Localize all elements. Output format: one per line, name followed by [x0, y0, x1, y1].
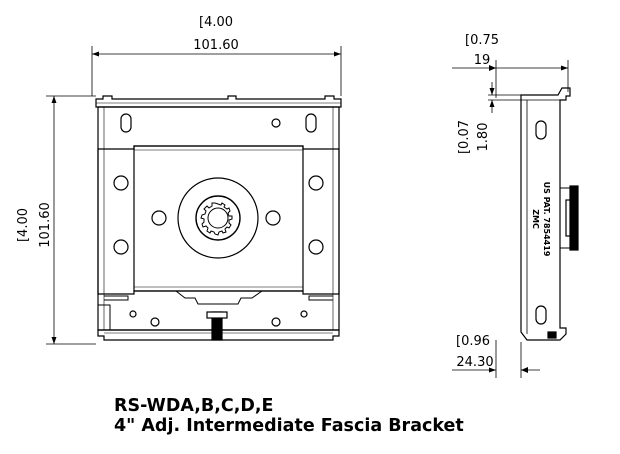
- height-mm-label: 101.60: [38, 202, 53, 248]
- front-view: [46, 46, 342, 345]
- brand-mark: ZMC: [531, 209, 540, 229]
- thickness-inch-label: [0.07: [457, 120, 472, 154]
- side-view: [452, 60, 579, 378]
- depth-mm-label: 19: [474, 53, 491, 68]
- bottom-flange: [97, 329, 340, 341]
- center-housing: [133, 145, 304, 292]
- drum-outer: [177, 177, 259, 259]
- patent-text: US PAT. 7854419: [542, 182, 551, 257]
- thickness-mm-label: 1.80: [476, 123, 491, 152]
- offset-inch-label: [0.96: [456, 334, 490, 349]
- model-caption: RS-WDA,B,C,D,E: [114, 396, 274, 416]
- width-inch-label: [4.00: [199, 15, 233, 30]
- depth-inch-label: [0.75: [465, 33, 499, 48]
- spline-gear: [200, 202, 233, 236]
- width-mm-label: 101.60: [193, 38, 239, 53]
- top-flange: [95, 95, 342, 108]
- drum-hub: [195, 195, 241, 241]
- description-caption: 4" Adj. Intermediate Fascia Bracket: [114, 416, 464, 436]
- offset-mm-label: 24.30: [456, 355, 493, 370]
- height-inch-label: [4.00: [16, 208, 31, 242]
